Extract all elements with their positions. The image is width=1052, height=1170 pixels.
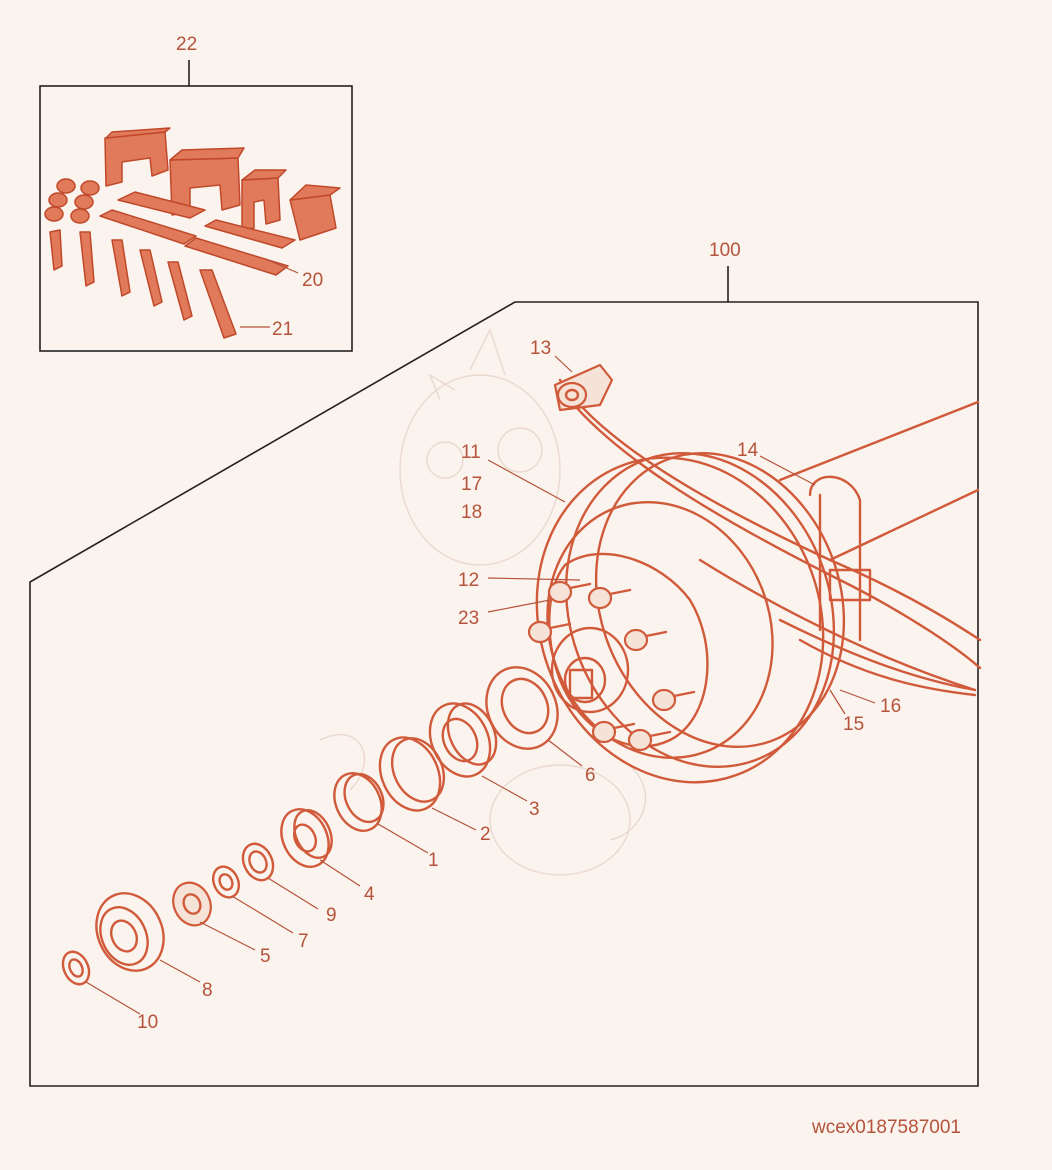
hub-cap-8: [95, 892, 165, 972]
reference-code: wcex0187587001: [811, 1117, 961, 1138]
nuts: [44, 178, 100, 224]
callout-1: 1: [428, 850, 439, 871]
callout-9: 9: [326, 905, 337, 926]
outer-bearing-4: [280, 808, 333, 868]
callout-21: 21: [272, 319, 293, 340]
callout-5: 5: [260, 946, 271, 967]
callout-8: 8: [202, 980, 213, 1001]
clamp-plates: [99, 191, 296, 276]
leaf-spring: [558, 378, 982, 697]
callout-4: 4: [364, 884, 375, 905]
callout-11: 11: [461, 442, 481, 463]
callout-13: 13: [530, 338, 551, 359]
callout-20: 20: [302, 270, 323, 291]
assembly-100-frame: [29, 266, 979, 1087]
callout-17: 17: [461, 474, 482, 495]
callout-7: 7: [298, 931, 309, 952]
callout-3: 3: [529, 799, 540, 820]
kit-22-inset: [39, 60, 353, 352]
castle-nut-5: [172, 881, 212, 927]
clip-10: [61, 950, 91, 986]
bolts: [49, 229, 237, 339]
leader-lines: [85, 355, 876, 1015]
wheel-studs: [527, 580, 696, 752]
axle-beam: [778, 400, 980, 562]
callout-100: 100: [709, 240, 741, 261]
callout-6: 6: [585, 765, 596, 786]
callout-23: 23: [458, 608, 479, 629]
inner-bearing-3: [428, 702, 498, 778]
spring-eye: [553, 363, 614, 412]
u-bracket-large: [104, 127, 171, 187]
callout-14: 14: [737, 440, 759, 461]
bearing-cup-2: [378, 736, 446, 812]
callout-22: 22: [176, 34, 197, 55]
callout-15: 15: [843, 714, 864, 735]
callout-2: 2: [480, 824, 491, 845]
u-bracket-end: [289, 184, 341, 241]
bearing-cup-1: [333, 772, 385, 832]
callout-labels: 22 20 21 100 13 11 17 18 14 12 23 16 15 …: [137, 34, 901, 1033]
hub-flange: [548, 552, 709, 748]
callout-12: 12: [458, 570, 479, 591]
callout-10: 10: [137, 1012, 158, 1033]
background-watermark-figure: [319, 328, 647, 876]
callout-18: 18: [461, 502, 482, 523]
u-bracket-medium: [169, 147, 245, 216]
washer-9: [241, 842, 275, 882]
callout-16: 16: [880, 696, 901, 717]
lock-washer-7: [211, 865, 241, 899]
u-bracket-small: [241, 169, 287, 231]
inset-frame: [39, 85, 353, 352]
